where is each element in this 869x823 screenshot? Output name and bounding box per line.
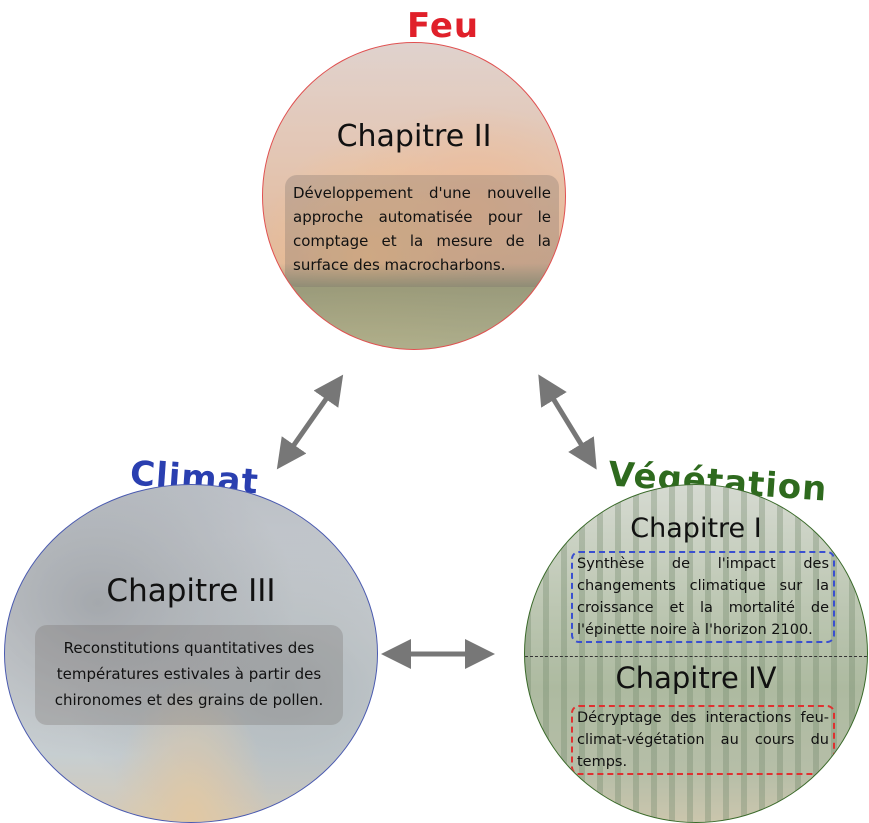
- chapitre-iii-text: Reconstitutions quantitatives des tempér…: [35, 625, 343, 725]
- chapitre-iii-title: Chapitre III: [106, 573, 276, 609]
- chapitre-iv-title: Chapitre IV: [615, 661, 777, 695]
- climat-circle: Chapitre III Reconstitutions quantitativ…: [4, 484, 378, 823]
- feu-circle: Chapitre II Développement d'une nouvelle…: [262, 42, 566, 350]
- chapitre-i-title: Chapitre I: [630, 513, 762, 544]
- chapitre-ii-title: Chapitre II: [336, 119, 492, 154]
- chapitre-ii-text: Développement d'une nouvelle approche au…: [285, 175, 559, 287]
- arrow-feu-climat: [276, 374, 344, 470]
- arrow-feu-vegetation: [538, 374, 597, 470]
- chapitre-iv-text: Décryptage des interactions feu-climat-v…: [571, 705, 835, 775]
- chapitre-i-text: Synthèse de l'impact des changements cli…: [571, 551, 835, 643]
- divider-line: [525, 656, 867, 657]
- feu-title: Feu: [407, 6, 480, 46]
- vegetation-circle: Chapitre I Synthèse de l'impact des chan…: [524, 484, 868, 823]
